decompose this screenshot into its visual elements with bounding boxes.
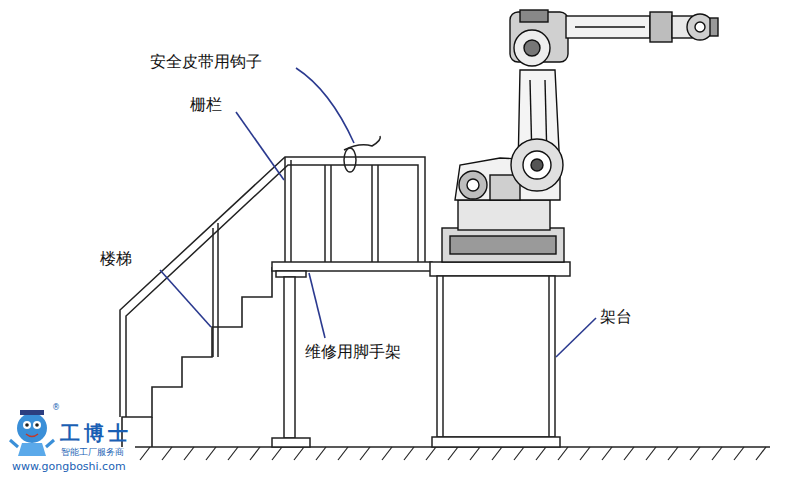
watermark-slogan: 智能工厂服务商 — [61, 447, 124, 458]
ground — [135, 447, 770, 460]
callout-label: 安全皮带用钩子 — [150, 52, 262, 71]
callout-label: 架台 — [600, 307, 632, 326]
industrial-robot — [442, 10, 718, 262]
watermark-url: www.gongboshi.com — [12, 460, 126, 473]
callout-label: 维修用脚手架 — [305, 342, 401, 361]
watermark-mark: ® — [52, 403, 60, 413]
leader-lines — [160, 68, 596, 357]
scaffold — [272, 262, 432, 447]
callout-label: 楼梯 — [100, 249, 132, 268]
watermark-logo — [10, 410, 54, 456]
handrail — [120, 157, 425, 417]
stairs — [122, 267, 272, 447]
callout-label: 栅栏 — [190, 95, 222, 114]
stand — [430, 262, 570, 447]
watermark-brand: 工博士 — [60, 421, 132, 445]
belt-hook — [344, 136, 380, 172]
